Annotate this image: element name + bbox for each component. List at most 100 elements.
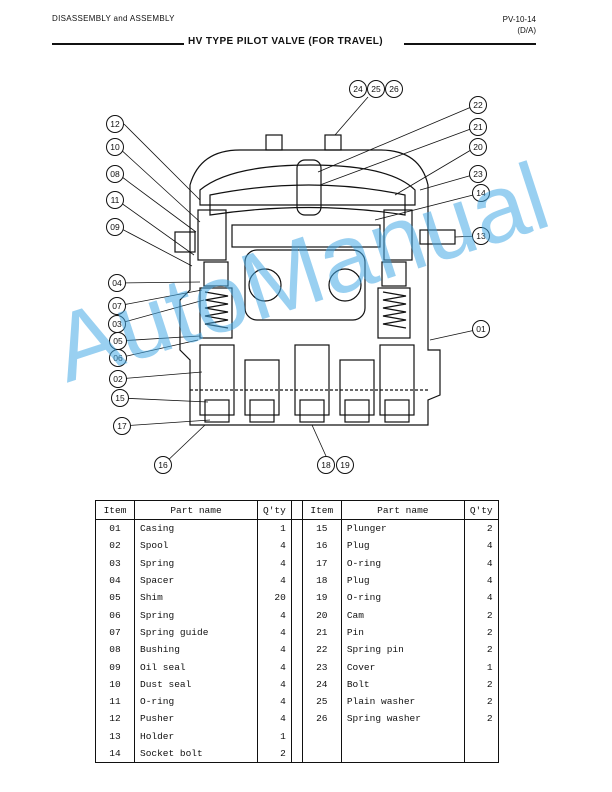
item-number: 23 [301,658,342,676]
item-number: 25 [301,692,342,711]
column-gap [290,692,303,711]
quantity: 2 [463,675,499,693]
part-name: Spring guide [134,623,258,642]
quantity: 4 [463,571,499,590]
item-number: 13 [95,727,135,745]
callout-08: 08 [106,165,124,183]
svg-text:04: 04 [112,278,122,288]
item-number: 20 [301,606,342,624]
quantity: 2 [463,606,499,624]
quantity [463,727,499,745]
item-number: 16 [301,537,342,555]
quantity: 4 [257,554,292,572]
part-name [340,744,465,763]
page-number: PV-10-14 [502,15,536,24]
svg-text:14: 14 [476,188,486,198]
column-gap [290,589,303,607]
quantity: 4 [257,710,292,728]
svg-text:25: 25 [371,84,381,94]
quantity: 1 [257,727,292,745]
svg-text:17: 17 [117,421,127,431]
callout-16: 16 [154,456,172,474]
header-page-code: PV-10-14 (D/A) [503,14,536,36]
quantity [463,744,499,763]
svg-text:01: 01 [476,324,486,334]
quantity: 2 [463,641,499,659]
quantity: 4 [463,589,499,607]
quantity: 2 [463,623,499,642]
item-number: 18 [301,571,342,590]
svg-text:06: 06 [113,353,123,363]
page-title: HV TYPE PILOT VALVE (FOR TRAVEL) [188,36,384,47]
part-name: Bolt [340,675,465,693]
quantity: 4 [257,675,292,693]
quantity: 4 [257,623,292,642]
item-number: 03 [95,554,135,572]
callout-15: 15 [111,389,129,407]
callout-14: 14 [472,184,490,202]
part-name: O-ring [340,589,465,607]
column-gap [290,500,303,520]
item-number: 12 [95,710,135,728]
item-number: 15 [301,519,342,538]
callout-04: 04 [108,274,126,292]
part-name [340,727,465,745]
column-gap [290,710,303,728]
part-name: Bushing [134,641,258,659]
title-rule-left [52,43,184,45]
part-name: Plug [340,537,465,555]
column-gap [290,623,303,642]
item-number: 01 [95,519,135,538]
col-qty: Q'ty [257,500,292,520]
svg-text:03: 03 [112,319,122,329]
item-number: 14 [95,744,135,763]
part-name: Cam [340,606,465,624]
part-name: Spring [134,554,258,572]
item-number: 17 [301,554,342,572]
svg-text:22: 22 [473,100,483,110]
svg-text:26: 26 [389,84,399,94]
callout-20: 20 [469,138,487,156]
svg-text:09: 09 [110,222,120,232]
callout-12: 12 [106,115,124,133]
column-gap [290,571,303,590]
svg-text:15: 15 [115,393,125,403]
callout-10: 10 [106,138,124,156]
part-name: Oil seal [134,658,258,676]
pilot-valve-cross-section: 12 10 08 11 09 04 07 03 05 06 02 15 17 1… [106,80,490,474]
callout-21: 21 [469,118,487,136]
svg-text:23: 23 [473,169,483,179]
callout-02: 02 [109,370,127,388]
part-name: Plain washer [340,692,465,711]
item-number: 11 [95,692,135,711]
part-name: Dust seal [134,675,258,693]
svg-text:13: 13 [476,231,486,241]
item-number: 08 [95,641,135,659]
column-gap [290,537,303,555]
column-gap [290,744,303,763]
callout-11: 11 [106,191,124,209]
page-subcode: (D/A) [517,26,536,35]
callout-18: 18 [317,456,335,474]
quantity: 20 [257,589,292,607]
callout-23: 23 [469,165,487,183]
quantity: 4 [257,571,292,590]
col-item: Item [301,500,342,520]
svg-text:20: 20 [473,142,483,152]
item-number [301,727,342,745]
column-gap [290,606,303,624]
column-gap [290,554,303,572]
item-number: 06 [95,606,135,624]
svg-text:24: 24 [353,84,363,94]
item-number: 21 [301,623,342,642]
part-name: Casing [134,519,258,538]
